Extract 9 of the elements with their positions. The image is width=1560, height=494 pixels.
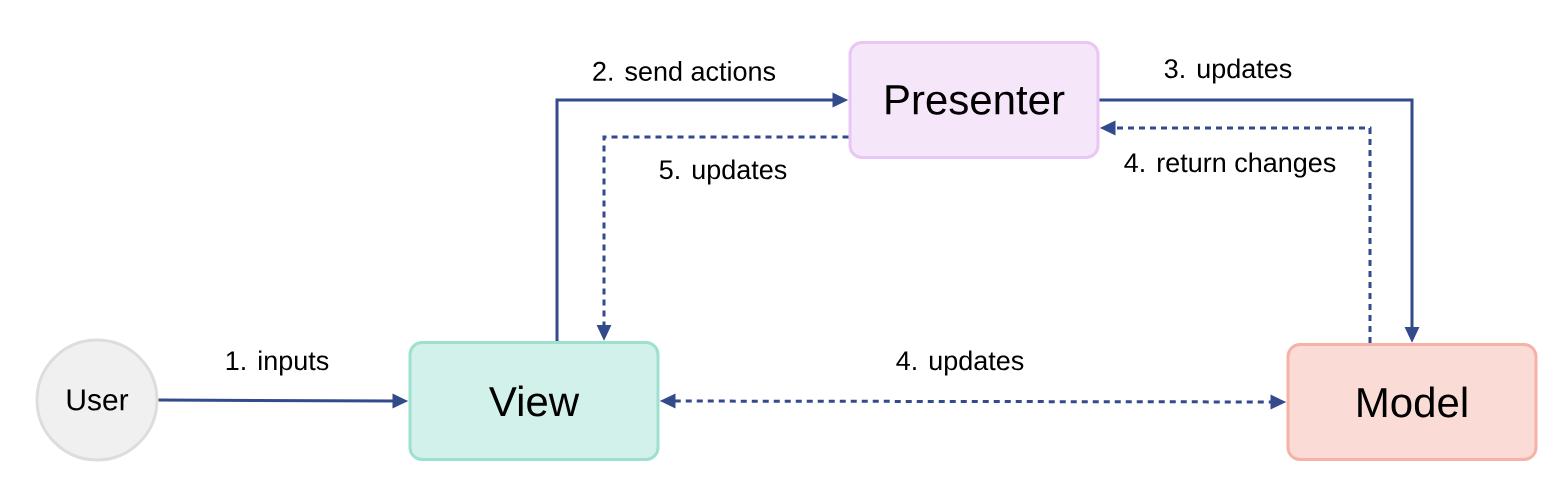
edge-label: 3. updates [1161,56,1295,86]
edge-label: 5. updates [656,157,790,187]
edge-label: 1. inputs [222,348,332,378]
process-box: Model [1286,343,1538,461]
process-box: Presenter [848,41,1100,159]
process-box: View [408,341,660,461]
edge-label: 4. return changes [1121,150,1339,180]
edge-label: 4. updates [893,348,1027,378]
edge-label: 2. send actions [589,59,779,83]
